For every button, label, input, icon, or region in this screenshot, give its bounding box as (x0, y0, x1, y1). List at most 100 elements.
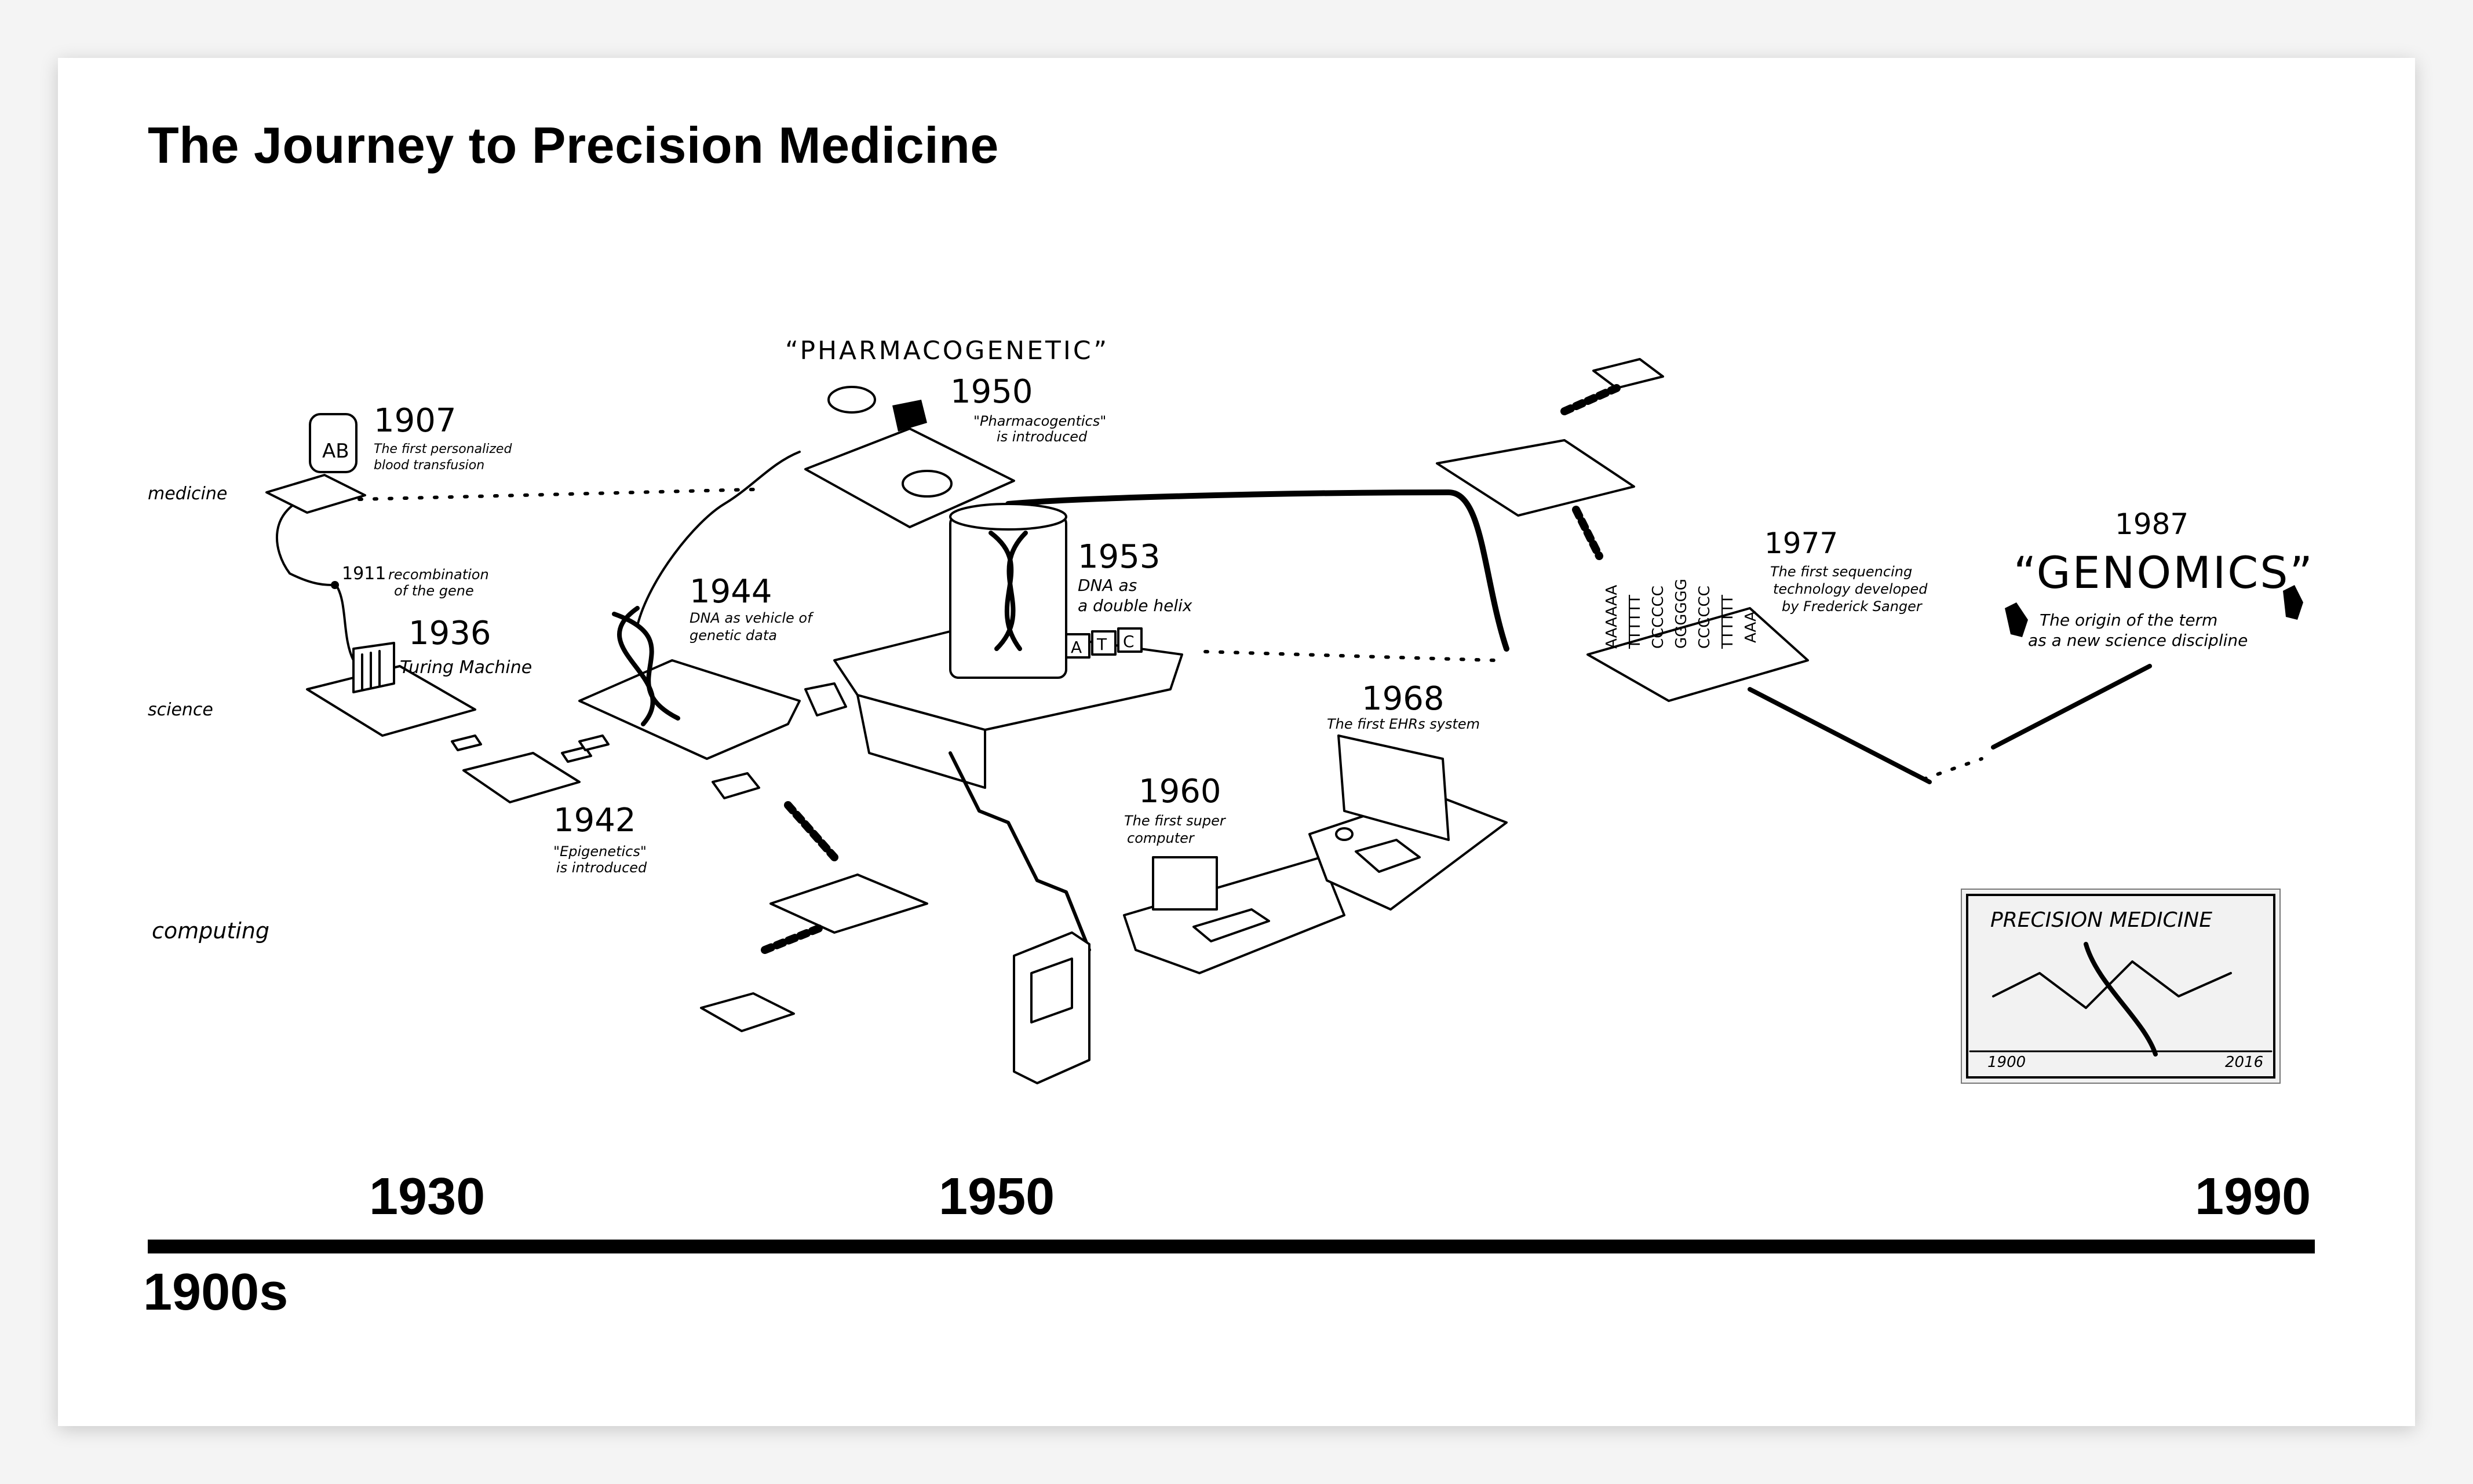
row-label-computing: computing (152, 918, 269, 944)
cable-1953-1977 (1005, 489, 1509, 652)
keyboard-1960-icon (1192, 908, 1270, 942)
desc-1977-line3: by Frederick Sanger (1782, 598, 1923, 615)
desc-1911-line1: recombination (388, 566, 489, 583)
cable-node (331, 581, 339, 589)
desc-1936: Turing Machine (400, 657, 532, 678)
year-1907: 1907 (374, 402, 457, 440)
turing-machine-icon (352, 642, 395, 693)
turing-machine-slots (361, 650, 381, 690)
base-block-t (1091, 630, 1117, 656)
desc-1907-line2: blood transfusion (374, 458, 484, 473)
desc-1944-line2: genetic data (690, 627, 777, 644)
milestone-1977: AAAAAA TTTTTT CCCCCC GGGGGG CCCCCC TTTTT… (1436, 358, 1928, 702)
mouse-icon (1335, 827, 1354, 841)
cable-1907-1936 (276, 494, 355, 661)
sequence-col-1: AAAAAA (1603, 584, 1621, 649)
step-block (578, 734, 610, 751)
double-helix-icon (989, 531, 1028, 651)
blood-type-label: AB (322, 440, 349, 463)
desc-1944-line1: DNA as vehicle of (690, 610, 814, 626)
platform-1944 (578, 659, 801, 760)
sequence-col-3: CCCCCC (1650, 586, 1667, 649)
staircase (949, 751, 1091, 952)
supercomputer-cabinet-icon (1013, 931, 1090, 1084)
year-1953: 1953 (1078, 538, 1161, 576)
inset-border (1966, 894, 2275, 1079)
axis-year-start: 1900s (143, 1263, 289, 1321)
desc-1960-line1: The first super (1124, 813, 1227, 829)
pill-icon (827, 386, 876, 414)
connector-1977-1987-dotted (1922, 757, 1983, 781)
desc-1968: The first EHRs system (1327, 716, 1480, 732)
step-block (804, 682, 847, 717)
desc-1987-line1: The origin of the term (2040, 611, 2217, 630)
base-a: A (1071, 638, 1082, 657)
keyboard-1968-icon (1355, 839, 1421, 873)
sequence-col-6: TTTTTT (1719, 595, 1737, 649)
genomics-banner: “GENOMICS” (2014, 547, 2314, 598)
inset-helix (2084, 942, 2158, 1057)
axis-year-1990: 1990 (2195, 1168, 2311, 1226)
milestone-1968: 1968 The first EHRs system (1308, 680, 1508, 911)
desc-1911-line2: of the gene (394, 583, 474, 599)
desc-1950-line2: is introduced (997, 429, 1088, 445)
platform-1953-front (856, 694, 986, 789)
year-1950: 1950 (950, 373, 1033, 411)
milestone-1907: AB 1907 The first personalized blood tra… (265, 402, 512, 514)
blood-bag-icon (309, 413, 358, 473)
milestone-1953: A T C 1953 DNA as a double helix (833, 503, 1192, 952)
pharmacogenetic-banner: “PHARMACOGENETIC” (785, 336, 1109, 365)
year-1987: 1987 (2115, 507, 2189, 541)
block-chain (1572, 506, 1603, 560)
block-chain (761, 801, 838, 954)
desc-1942-line2: is introduced (556, 860, 647, 876)
cable-1987-in (1991, 664, 2152, 750)
monitor-1960-icon (1152, 856, 1218, 911)
milestone-1960: 1960 The first super computer (1013, 773, 1345, 1084)
desc-1953-line1: DNA as (1078, 576, 1137, 595)
milestone-1950: “PHARMACOGENETIC” 1950 "Pharmacogentics"… (785, 336, 1109, 528)
platform-1977-upper (1436, 439, 1635, 517)
capsule-icon (892, 400, 927, 432)
year-1960: 1960 (1139, 773, 1221, 810)
milestone-1936: 1936 Turing Machine (306, 615, 610, 803)
desc-1953-line2: a double helix (1078, 596, 1192, 615)
desc-1977-line1: The first sequencing (1770, 564, 1912, 580)
person-icon (2005, 602, 2028, 637)
year-1977: 1977 (1764, 527, 1838, 560)
desc-1987-line2: as a new science discipline (2028, 631, 2248, 650)
person-icon (2283, 585, 2303, 620)
year-1911: 1911 (342, 564, 386, 584)
sequence-col-7: AAA (1742, 611, 1760, 643)
year-1944: 1944 (690, 573, 772, 611)
base-c: C (1123, 632, 1135, 651)
supercomputer-screen (1030, 957, 1073, 1024)
sequence-col-2: TTTTTT (1626, 595, 1644, 649)
milestone-1987: 1987 “GENOMICS” The origin of the term a… (2005, 507, 2314, 650)
tablet-icon (902, 470, 953, 498)
desc-1942-line1: "Epigenetics" (553, 843, 647, 860)
connector-1953-1977-dotted (1203, 650, 1497, 662)
cable-1944-1950 (636, 451, 801, 627)
sequence-col-5: CCCCCC (1696, 586, 1713, 649)
milestone-1942: 1942 "Epigenetics" is introduced (553, 802, 647, 876)
cable-1977-out (1748, 687, 1932, 784)
year-1936: 1936 (408, 615, 491, 652)
row-label-science: science (148, 700, 213, 720)
precision-medicine-inset: PRECISION MEDICINE 1900 2016 (1961, 889, 2281, 1084)
inset-title: PRECISION MEDICINE (1990, 908, 2212, 932)
computing-staircase-left (700, 801, 928, 1032)
desc-1907-line1: The first personalized (374, 442, 512, 456)
inset-start-year: 1900 (1987, 1054, 2026, 1071)
desc-1950-line1: "Pharmacogentics" (973, 413, 1106, 429)
milestone-1911: 1911 recombination of the gene (331, 564, 489, 599)
axis-year-1950: 1950 (939, 1168, 1055, 1226)
cylinder-top (949, 503, 1067, 531)
dna-helix-icon (612, 606, 680, 726)
year-1968: 1968 (1362, 680, 1445, 718)
step-block (712, 772, 760, 799)
page-title: The Journey to Precision Medicine (148, 116, 999, 174)
axis-year-1930: 1930 (369, 1168, 486, 1226)
infographic-card (58, 58, 2415, 1426)
